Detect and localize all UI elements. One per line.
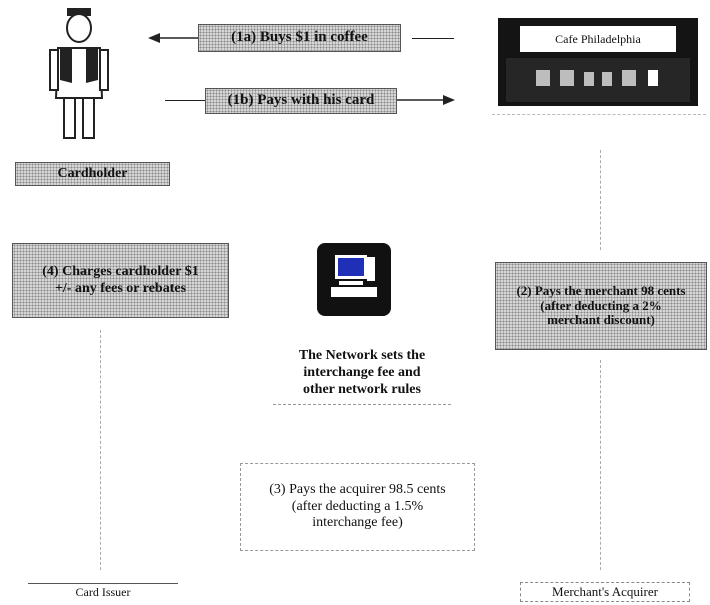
- network-line-3: other network rules: [303, 381, 421, 397]
- computer-icon: [317, 243, 391, 316]
- cafe-storefront-icon: [498, 18, 698, 106]
- step-3-box: (3) Pays the acquirer 98.5 cents (after …: [240, 463, 475, 551]
- step-3-line-1: (3) Pays the acquirer 98.5 cents: [269, 481, 446, 497]
- arrow-1a-left: [148, 33, 198, 43]
- step-4-line-2: +/- any fees or rebates: [54, 280, 187, 296]
- step-1a-label: (1a) Buys $1 in coffee: [198, 24, 401, 52]
- card-issuer-label: Card Issuer: [28, 583, 178, 601]
- arrow-1b-line: [165, 100, 205, 101]
- arrow-1b-right: [397, 95, 455, 105]
- step-2-line-3: merchant discount): [547, 312, 655, 328]
- arrow-1a-line: [412, 38, 454, 39]
- step-2-box: (2) Pays the merchant 98 cents (after de…: [495, 262, 707, 350]
- cardholder-label: Cardholder: [15, 162, 170, 186]
- network-line-2: interchange fee and: [303, 365, 421, 381]
- step-4-line-1: (4) Charges cardholder $1: [42, 264, 199, 280]
- connector-acquirer: [600, 360, 601, 570]
- connector-merchant: [600, 150, 601, 250]
- network-text-box: The Network sets the interchange fee and…: [273, 343, 451, 405]
- step-3-line-2: (after deducting a 1.5%: [291, 498, 424, 514]
- person-icon: [49, 8, 109, 139]
- connector-issuer: [100, 330, 101, 570]
- network-line-1: The Network sets the: [298, 348, 426, 364]
- merchant-acquirer-label: Merchant's Acquirer: [520, 582, 690, 602]
- merchant-base-line: [492, 114, 706, 115]
- step-3-line-3: interchange fee): [312, 515, 403, 531]
- step-2-line-2: (after deducting a 2%: [540, 297, 662, 313]
- step-1b-label: (1b) Pays with his card: [205, 88, 397, 114]
- step-4-box: (4) Charges cardholder $1 +/- any fees o…: [12, 243, 229, 318]
- step-2-line-1: (2) Pays the merchant 98 cents: [516, 282, 686, 298]
- merchant-sign: Cafe Philadelphia: [555, 31, 641, 46]
